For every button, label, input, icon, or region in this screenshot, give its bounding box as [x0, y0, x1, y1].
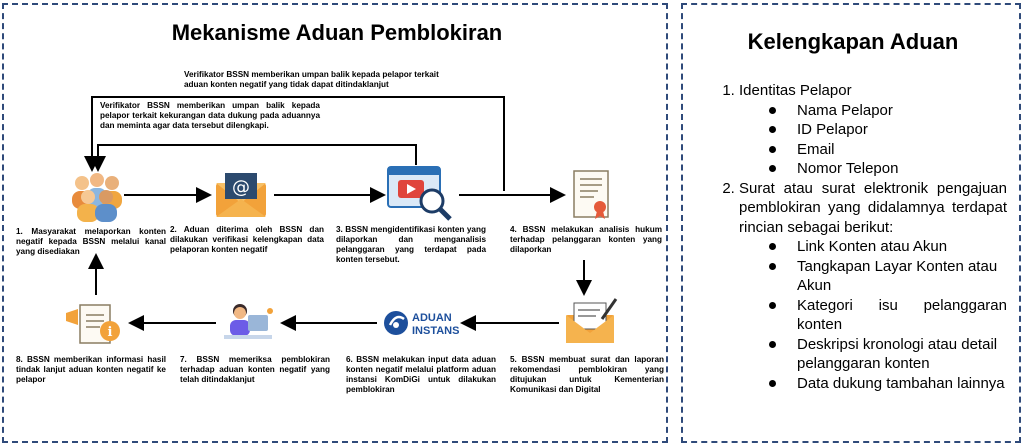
requirement-item-2-label: Surat atau surat elektronik pengajuan pe…	[739, 179, 1007, 236]
sub-item: Data dukung tambahan lainnya	[769, 374, 1007, 394]
requirements-list: Identitas Pelapor Nama Pelapor ID Pelapo…	[711, 81, 1007, 393]
sub-item: ID Pelapor	[769, 120, 1007, 140]
logo-line2: INSTANSI	[412, 325, 460, 337]
sub-item: Link Konten atau Akun	[769, 237, 1007, 257]
feedback-inner-arrow	[90, 144, 417, 172]
sub-item: Kategori isu pelanggaran konten	[769, 296, 1007, 335]
requirement-item-1-label: Identitas Pelapor	[739, 82, 852, 99]
person-laptop-icon	[220, 301, 276, 341]
step-4-text: 4. BSSN melakukan analisis hukum terhada…	[510, 225, 662, 254]
aduan-instansi-logo: ADUAN INSTANSI	[382, 307, 463, 339]
announcement-info-icon: i	[64, 299, 124, 347]
sub-item: Email	[769, 140, 1007, 160]
feedback-inner-text: Verifikator BSSN memberikan umpan balik …	[100, 101, 320, 130]
step-8-text: 8. BSSN memberikan informasi hasil tinda…	[16, 355, 166, 384]
svg-text:@: @	[232, 177, 250, 198]
requirements-panel: Kelengkapan Aduan Identitas Pelapor Nama…	[681, 3, 1021, 443]
sub-item: Deskripsi kronologi atau detail pelangga…	[769, 335, 1007, 374]
sub-item: Nama Pelapor	[769, 101, 1007, 121]
people-group-icon	[64, 171, 128, 223]
step-5-text: 5. BSSN membuat surat dan laporan rekome…	[510, 355, 664, 394]
step-1-text: 1. Masyarakat melaporkan konten negatif …	[16, 227, 166, 256]
letter-writing-icon	[564, 297, 618, 345]
video-search-icon	[386, 163, 454, 221]
flow-arrows	[84, 96, 592, 331]
mechanism-title: Mekanisme Aduan Pemblokiran	[171, 20, 503, 45]
sub-item: Nomor Telepon	[769, 159, 1007, 179]
svg-text:i: i	[108, 325, 113, 340]
step-7-text: 7. BSSN memeriksa pemblokiran terhadap a…	[180, 355, 330, 384]
step-3-text: 3. BSSN mengidentifikasi konten yang dil…	[336, 225, 486, 264]
requirements-title: Kelengkapan Aduan	[747, 29, 959, 54]
email-envelope-icon: @	[212, 171, 270, 219]
requirement-item-2: Surat atau surat elektronik pengajuan pe…	[739, 179, 1007, 394]
feedback-top-arrow	[84, 96, 505, 191]
mechanism-panel: Mekanisme Aduan Pemblokiran Verifikator …	[2, 3, 668, 443]
requirement-item-1: Identitas Pelapor Nama Pelapor ID Pelapo…	[739, 81, 1007, 179]
sub-item: Tangkapan Layar Konten atau Akun	[769, 257, 1007, 296]
step-6-text: 6. BSSN melakukan input data aduan konte…	[346, 355, 496, 394]
feedback-top-text: Verifikator BSSN memberikan umpan balik …	[184, 70, 439, 89]
legal-document-icon	[570, 169, 614, 221]
step-2-text: 2. Aduan diterima oleh BSSN dan dilakuka…	[170, 225, 324, 254]
logo-line1: ADUAN	[412, 312, 452, 324]
